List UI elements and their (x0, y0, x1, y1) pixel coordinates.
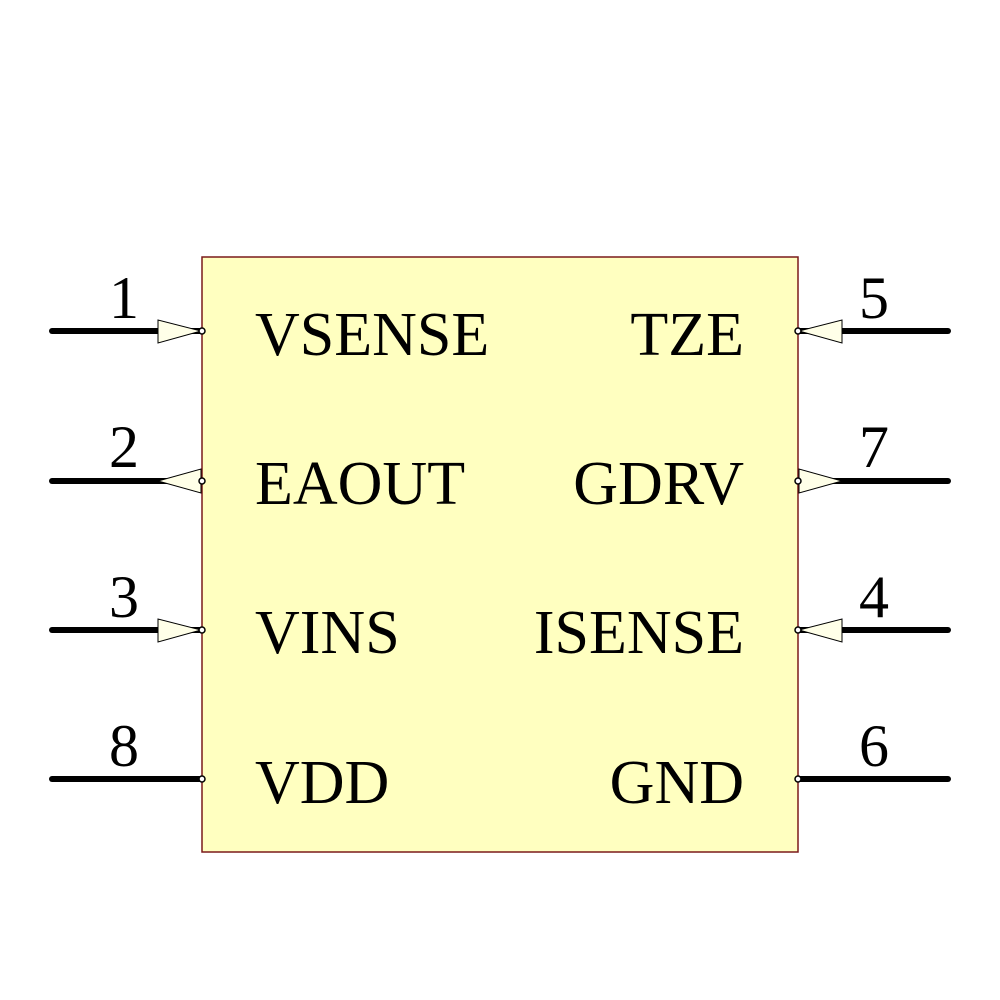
pin-5-number: 5 (859, 265, 889, 331)
pin-2-label: EAOUT (255, 450, 465, 518)
pin-8: 8 VDD (49, 713, 389, 817)
pin-1-number: 1 (109, 265, 139, 331)
pin-1-connection-dot (198, 327, 206, 335)
ic-body (201, 256, 799, 853)
pin-8-number: 8 (109, 713, 139, 779)
pin-6: 6 GND (610, 713, 951, 817)
pin-5-connection-dot (794, 327, 802, 335)
pin-7-connection-dot (794, 477, 802, 485)
pin-5-input-arrow (797, 319, 843, 344)
pin-8-label: VDD (255, 749, 389, 817)
pin-3: 3 VINS (49, 564, 400, 667)
pin-6-connection-dot (794, 775, 802, 783)
pin-3-label: VINS (255, 599, 400, 667)
pin-4-connection-dot (794, 626, 802, 634)
pin-1-label: VSENSE (255, 301, 489, 369)
pin-4-input-arrow (797, 618, 843, 643)
pin-8-connection-dot (198, 775, 206, 783)
pin-4-number: 4 (859, 564, 889, 630)
pin-7-label: GDRV (573, 450, 744, 518)
pin-4-label: ISENSE (534, 599, 744, 667)
pin-7-output-arrow (798, 468, 844, 494)
pin-6-label: GND (610, 749, 744, 817)
pin-1: 1 VSENSE (49, 265, 489, 369)
pin-3-number: 3 (109, 564, 139, 630)
pin-1-input-arrow (157, 319, 203, 344)
pin-2: 2 EAOUT (49, 414, 465, 518)
pin-4: 4 ISENSE (534, 564, 951, 667)
pin-5: 5 TZE (630, 265, 951, 369)
pin-2-number: 2 (109, 414, 139, 480)
pin-6-number: 6 (859, 713, 889, 779)
pin-3-connection-dot (198, 626, 206, 634)
pin-5-label: TZE (630, 301, 744, 369)
pin-7: 7 GDRV (573, 414, 951, 518)
pin-2-connection-dot (198, 477, 206, 485)
pin-7-number: 7 (859, 414, 889, 480)
pin-2-output-arrow (156, 468, 202, 494)
pin-3-input-arrow (157, 618, 203, 643)
